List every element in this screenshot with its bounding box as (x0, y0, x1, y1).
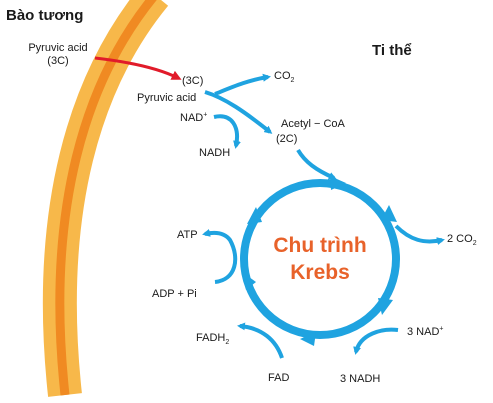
nad-plus-superscript: + (203, 111, 208, 119)
adp-pi-label: ADP + Pi (152, 288, 197, 300)
fad-label: FAD (268, 372, 290, 384)
pyruvic-outside-name: Pyruvic acid (28, 42, 88, 54)
three-nad-reduction-arrow (353, 327, 399, 355)
pyruvic-inside-carbon: (3C) (182, 75, 204, 87)
two-co2-text: 2 CO (447, 233, 473, 245)
nad-reduction-arrow (213, 114, 241, 149)
two-co2-release-arrow (394, 224, 445, 245)
two-co2-label: 2 CO2 (447, 233, 477, 248)
krebs-cycle-title-line1: Chu trình (273, 234, 367, 257)
mitochondria-title: Ti thể (372, 42, 412, 59)
fad-reduction-arrow (237, 322, 284, 359)
two-co2-subscript: 2 (472, 240, 477, 248)
cytoplasm-title: Bào tương (6, 7, 84, 24)
fadh2-label: FADH2 (196, 332, 230, 347)
krebs-cycle-title-line2: Krebs (290, 261, 350, 284)
nadh-label: NADH (199, 147, 231, 159)
three-nad-plus-label: 3 NAD+ (407, 325, 444, 339)
atp-label: ATP (177, 229, 198, 241)
co2-subscript: 2 (290, 77, 295, 85)
nad-plus-label: NAD+ (180, 111, 208, 125)
three-nad-plus-superscript: + (439, 325, 444, 333)
co2-release-arrow (214, 73, 271, 96)
nad-plus-text: NAD (180, 112, 204, 124)
ring-arrowhead-top-left (247, 207, 262, 224)
krebs-cycle-ring (240, 179, 400, 339)
krebs-cycle-title: Chu trình Krebs (240, 232, 400, 286)
ring-arrowhead-right (381, 205, 397, 222)
co2-text: CO (274, 70, 291, 82)
three-nad-plus-text: 3 NAD (407, 326, 440, 338)
pyruvic-outside-carbon: (3C) (47, 55, 69, 67)
ring-arrowhead-left (242, 272, 256, 290)
co2-label: CO2 (274, 70, 295, 85)
pyruvic-outside-label: Pyruvic acid (3C) (18, 42, 98, 68)
pyruvate-transport-arrow (94, 56, 182, 80)
pyruvic-inside-name: Pyruvic acid (137, 92, 197, 104)
fadh2-text: FADH (196, 332, 226, 344)
three-nadh-label: 3 NADH (340, 373, 381, 385)
ring-arrowhead-top (330, 176, 346, 190)
ring-arrowhead-bottom-right (378, 298, 393, 315)
membrane-inner-band (55, 0, 157, 396)
pyruvate-conversion-arrow (204, 90, 273, 134)
acetyl-coa-label: Acetyl − CoA (281, 118, 345, 130)
acetyl-entry-arrow (296, 148, 337, 180)
fadh2-subscript: 2 (225, 339, 230, 347)
acetyl-carbon-label: (2C) (276, 133, 298, 145)
atp-synthesis-arrow (202, 229, 238, 284)
ring-arrowhead-bottom (300, 332, 316, 346)
